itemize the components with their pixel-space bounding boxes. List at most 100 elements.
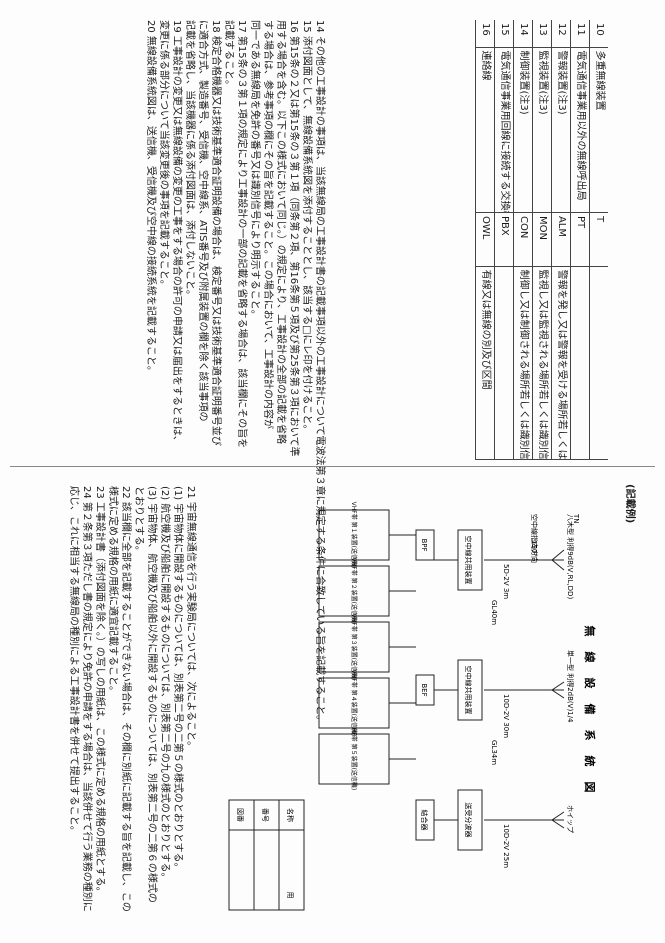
table-cell-code: PBX — [495, 212, 513, 267]
table-cell-name: 連絡線 — [476, 47, 494, 213]
note-21-1: (1) 宇宙物体に開設するものについては、別表第二号の二第５の様式のとおりとする… — [172, 486, 183, 873]
table-cell-desc: 制御し又は制御される場所若しくは識別信号 — [514, 266, 532, 460]
stamp-number-label: 番号 — [261, 808, 269, 822]
antenna-2 — [524, 681, 565, 699]
antenna-2-label: 単一型 利得2dB(V)1/4 — [566, 650, 575, 723]
table-cell-desc — [495, 266, 513, 460]
antenna-3 — [524, 811, 565, 829]
diagram-svg: 無 線 設 備 系 統 図 八木型 利得9dB(V,RL,DD) 単一型 利得2… — [228, 502, 597, 911]
table-cell-code: OWL — [476, 212, 494, 267]
note-19b: 変更に係る部分について当該変更後の事項を記載すること。 — [158, 20, 169, 290]
table-cell-name: 制御装置(注3) — [514, 47, 532, 213]
table-cell-desc: 有線又は無線の別及び区間 — [476, 266, 494, 460]
lower-notes: 21 宇宙無線通信を行う実験局については、次によること。 (1) 宇宙物体に開設… — [67, 486, 197, 926]
transmitter-unit-label: VHF帯 第２装置(送信機) — [350, 558, 358, 625]
note-16c: する場合は、参考事項の欄にその旨を記載すること。この場合において、工事設計の内容… — [262, 20, 273, 429]
transmitter-unit-label: HF帯 第５装置(送信機) — [350, 728, 358, 791]
antenna-3-label: ホイップ — [566, 805, 574, 833]
table-cell-name: 監視装置(注3) — [533, 47, 551, 213]
table-cell-number: 11 — [571, 20, 589, 48]
stamp-value: 用 — [286, 892, 294, 899]
bpf-box — [415, 529, 435, 561]
length-label: 10D-2V 30m — [502, 694, 510, 738]
transmitter-unit-label: VHF帯 第４装置(送信機) — [350, 670, 358, 737]
table-cell-number: 14 — [514, 20, 532, 48]
diagram-title: 無 線 設 備 系 統 図 — [583, 626, 597, 795]
table-cell-name: 多重無線装置 — [590, 47, 608, 213]
note-16b: 用する場合を含む。以下この様式において同じ。）の規定により、工事設計の全部の記載… — [275, 20, 286, 445]
table-cell-code: CON — [514, 212, 532, 267]
note-21: 21 宇宙無線通信を行う実験局については、次によること。 — [185, 486, 196, 752]
table-cell-code: ALM — [552, 212, 570, 267]
example-label: (記載例) — [624, 484, 635, 524]
table-cell-name: 警報装置(注3) — [552, 47, 570, 213]
note-16a: 16 第15条の２又は第15条の３第１項（同条第２項、第16条第５項及び第25条… — [288, 20, 299, 457]
table-cell-desc: 監視し又は監視される場所若しくは識別信号 — [533, 266, 551, 460]
note-17b: 記載すること。 — [223, 20, 234, 90]
table-cell-code: T — [590, 212, 608, 267]
table-cell-code: PT — [571, 212, 589, 267]
table-cell-desc: 警報を発し又は警報を受ける場所若しくは識別信号 — [552, 266, 570, 460]
transmitter-unit-label: VHF帯 第１装置(送信機) — [350, 502, 358, 569]
ground-level-label: GL40m — [490, 600, 498, 625]
table-cell-desc — [590, 266, 608, 460]
system-diagram: 無 線 設 備 系 統 図 八木型 利得9dB(V,RL,DD) 単一型 利得2… — [214, 500, 604, 920]
antenna-1 — [524, 549, 565, 571]
transmitter-unit: VHF帯 第１装置(送信機) — [318, 502, 416, 569]
note-15: 15 添付図面として、無線設備系統図を添付することとし、該当する□にレ印を付ける… — [301, 20, 312, 435]
ground-level-label: GL34m — [490, 740, 498, 765]
note-18b: に適合方式、製造番号、受信機、空中線系、ATIS番号及び附属装置の欄を除く該当事… — [197, 20, 208, 422]
table-cell-name: 電気通信事業用回線に接続する交換機(注1) — [495, 47, 513, 213]
table-cell-desc — [571, 266, 589, 460]
note-21-3b: とおりとする。 — [133, 486, 144, 556]
transmitter-unit: HF帯 第５装置(送信機) — [318, 728, 416, 791]
north-label: TN — [572, 513, 580, 524]
bpf-label: BPF — [420, 538, 428, 551]
hybrid-label: 結合器 — [420, 810, 429, 831]
share-unit-1-label: 空中線共用装置 — [464, 536, 473, 585]
table-cell-number: 13 — [533, 20, 551, 48]
note-23: 23 工事設計書（添付図面を除く。）の写しの用紙は、この様式に定める規格の用紙と… — [94, 486, 105, 897]
transmitter-unit: VHF帯 第２装置(送信機) — [318, 558, 416, 625]
note-24a: 24 第２条第３項ただし書の規定により免許の申請をする場合は、当該併せて行う業務… — [81, 486, 92, 912]
antenna-direction-label: 空中線指向方向 — [530, 514, 539, 563]
table-cell-code: MON — [533, 212, 551, 267]
upper-notes: 14 その他の工事設計の事項は、当該無線局の工事設計書の記載事項以外の工事設計に… — [144, 20, 326, 726]
note-18a: 18 検定合格機器又は技術基準適合証明設備の場合は、検定番号又は技術基準適合証明… — [210, 20, 221, 446]
note-21-3a: (3) 宇宙物体、航空機及び船舶以外に開設するものについては、別表第二号の二第６… — [146, 486, 157, 903]
table-cell-number: 12 — [552, 20, 570, 48]
note-22: 22 該当欄に全部を記載することができない場合は、その欄に別紙に記載する旨を記載… — [120, 486, 131, 912]
stamp-drawing-label: 図番 — [236, 808, 244, 822]
table-cell-number: 16 — [476, 20, 494, 48]
transmitter-unit: VHF帯 第４装置(送信機) — [318, 670, 416, 737]
note-20: 20 無線設備系統図は、送信機、受信機及び空中線の接続系統を記載すること。 — [145, 20, 156, 376]
note-24b: 応じ、これに相当する無線局の種別による工事設計書を併せて提出すること。 — [68, 486, 79, 836]
stamp-name-label: 名称 — [286, 808, 295, 822]
antenna-1-label: 八木型 利得9dB(V,RL,DD) — [566, 514, 575, 599]
note-21-2: (2) 航空機及び船舶に開設するものについては、別表第二号の九の様式のとおりとす… — [159, 486, 170, 883]
cable-label: 5D-2V 3m — [502, 564, 510, 599]
note-16d: 同一である無線局を免許の番号又は識別信号により明示すること。 — [249, 20, 260, 320]
stamp-box: 名称 番号 図番 用 — [228, 799, 305, 911]
note-14: 14 その他の工事設計の事項は、当該無線局の工事設計書の記載事項以外の工事設計に… — [314, 20, 325, 726]
table-cell-number: 10 — [590, 20, 608, 48]
length-label: 10D-2V 25m — [502, 824, 510, 868]
page-divider — [10, 466, 655, 467]
transmitter-unit-label: VHF帯 第３装置(送信機) — [350, 614, 358, 681]
bef-label: BEF — [420, 683, 428, 696]
note-19a: 19 工事設計の変更又は無線設備の変更の工事をする場合の許可の申請又は届出をする… — [171, 20, 182, 446]
note-18c: 記載を省略し、当該機器に係る添付図面は、添付しないこと。 — [184, 20, 195, 300]
share-unit-2-label: 空中線共用装置 — [464, 666, 473, 715]
note-17a: 17 第15条の３第１項の規定により工事設計の一部の記載を省略する場合は、該当欄… — [236, 20, 247, 449]
duplexer-label: 送受分波器 — [464, 803, 473, 838]
note-22b: 様式に定める規格の用紙に適宜記載すること。 — [107, 486, 118, 696]
